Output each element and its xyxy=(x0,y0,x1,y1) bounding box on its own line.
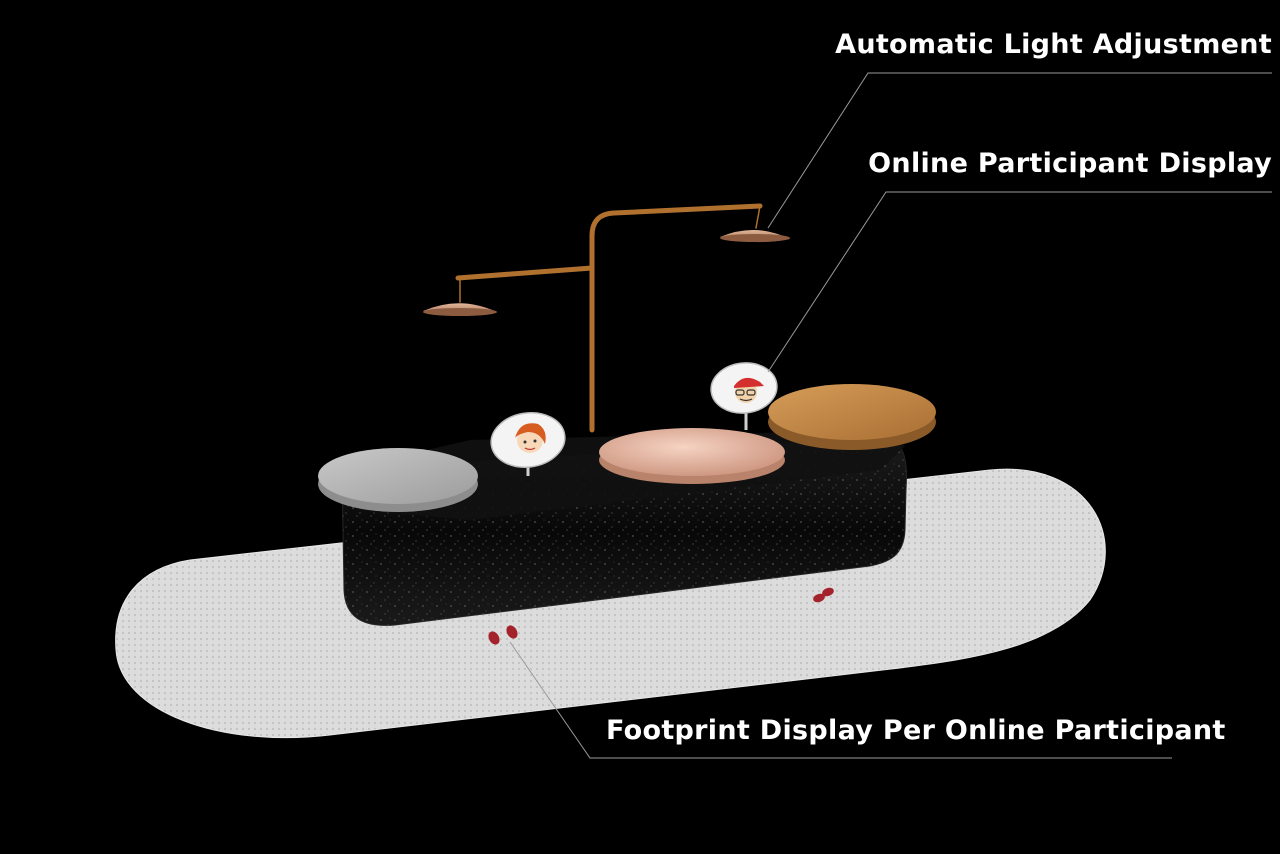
lamp-shade-left xyxy=(423,303,497,316)
callout-light-label: Automatic Light Adjustment xyxy=(835,29,1272,60)
participant-display-left xyxy=(490,412,566,476)
leader-line-footprint xyxy=(509,641,1172,759)
wood-seat xyxy=(768,384,936,450)
cartoon-face-cap-icon xyxy=(734,377,764,403)
leader-lines xyxy=(509,72,1272,759)
callout-footprint-label: Footprint Display Per Online Participant xyxy=(606,715,1226,746)
lamp-shade-right xyxy=(720,229,790,243)
leader-line-online xyxy=(767,191,1272,373)
stone-seat xyxy=(318,448,478,512)
copper-seat xyxy=(599,428,785,484)
cartoon-face-icon xyxy=(515,423,546,453)
callout-online-display-label: Online Participant Display xyxy=(868,148,1272,179)
participant-display-right xyxy=(710,362,778,430)
leader-line-light xyxy=(767,72,1272,229)
lamp-structure xyxy=(455,203,763,433)
